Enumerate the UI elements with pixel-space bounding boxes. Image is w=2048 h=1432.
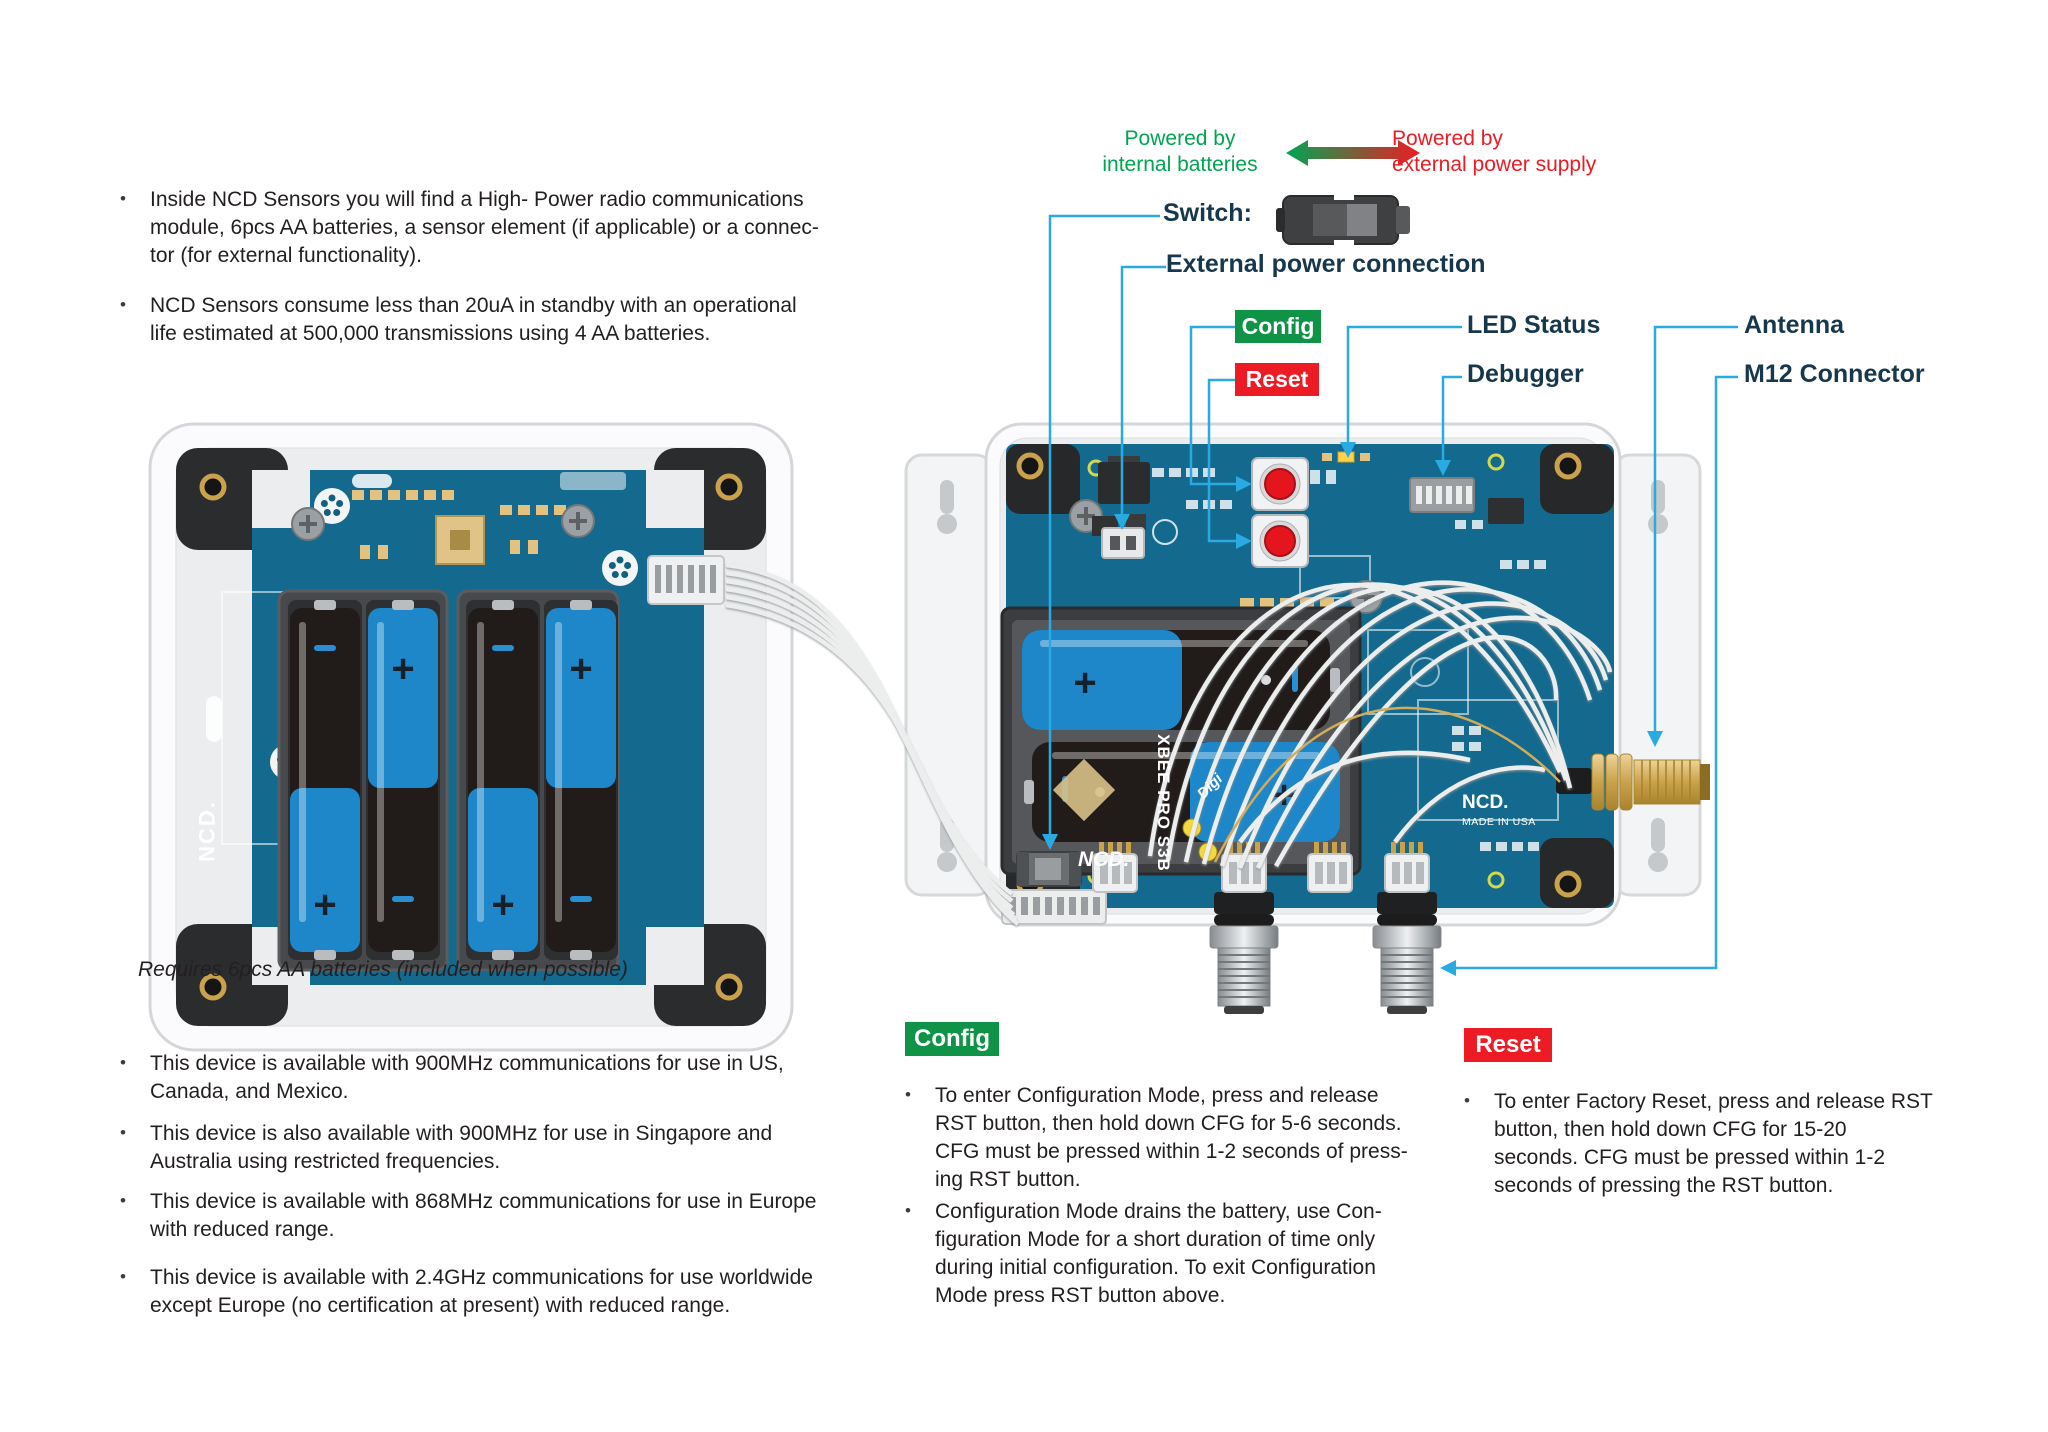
config-section-bullet-1: • To enter Configuration Mode, press and… bbox=[905, 1084, 1408, 1191]
aa-battery-cell: + bbox=[546, 600, 616, 960]
svg-text:+: + bbox=[569, 647, 592, 691]
external-power-label: External power connection bbox=[1166, 250, 1486, 278]
frequency-bullet-2: • This device is also available with 900… bbox=[120, 1122, 773, 1173]
powered-by-internal-label: Powered by internal batteries bbox=[1102, 127, 1258, 176]
powered-by-external-label: Powered by external power supply bbox=[1392, 127, 1597, 176]
intro-bullet-1: • Inside NCD Sensors you will find a Hig… bbox=[120, 188, 819, 267]
frequency-bullet-1: • This device is available with 900MHz c… bbox=[120, 1052, 784, 1103]
power-direction-arrow bbox=[1286, 140, 1420, 166]
aa-battery-cell: + bbox=[1022, 630, 1340, 730]
m12-connector-right bbox=[1372, 913, 1442, 1015]
reset-section-badge: Reset bbox=[1464, 1028, 1552, 1062]
device-left-illustration: + + + + bbox=[148, 422, 794, 1052]
frequency-bullet-3: • This device is available with 868MHz c… bbox=[120, 1190, 817, 1241]
m12-connector-label: M12 Connector bbox=[1744, 360, 1925, 388]
ncd-logo-right-board: NCD. bbox=[1462, 792, 1509, 813]
xbee-module-label: XBEE PRO S3B bbox=[1154, 734, 1173, 872]
config-section-bullet-2: • Configuration Mode drains the battery,… bbox=[905, 1200, 1382, 1307]
rst-button bbox=[1251, 514, 1309, 568]
intro-bullet-2: • NCD Sensors consume less than 20uA in … bbox=[120, 294, 797, 345]
wire-harness bbox=[725, 562, 1613, 926]
reset-section-bullet-1: • To enter Factory Reset, press and rele… bbox=[1464, 1090, 1933, 1197]
aa-battery-cell: + bbox=[290, 600, 360, 960]
reset-badge: Reset bbox=[1235, 363, 1319, 396]
battery-note: Requires 6pcs AA batteries (included whe… bbox=[138, 958, 628, 981]
antenna-coax-wire bbox=[1213, 706, 1561, 863]
svg-text:+: + bbox=[1073, 661, 1096, 705]
ncd-logo-left-board: NCD. bbox=[194, 800, 220, 862]
power-switch-component bbox=[1016, 851, 1082, 887]
m12-connector-left bbox=[1209, 913, 1279, 1015]
debugger-label: Debugger bbox=[1467, 360, 1584, 388]
sma-antenna-connector bbox=[1556, 753, 1710, 811]
config-badge: Config bbox=[1235, 310, 1321, 343]
wire-header-connector bbox=[1001, 889, 1107, 925]
svg-text:+: + bbox=[391, 647, 414, 691]
callout-arrowheads bbox=[1042, 442, 1663, 976]
antenna-label: Antenna bbox=[1744, 311, 1844, 339]
led-status-label: LED Status bbox=[1467, 311, 1601, 339]
svg-text:+: + bbox=[491, 883, 514, 927]
frequency-bullet-4: • This device is available with 2.4GHz c… bbox=[120, 1266, 813, 1317]
svg-text:+: + bbox=[313, 883, 336, 927]
made-in-usa-label: MADE IN USA bbox=[1462, 816, 1536, 828]
cfg-button bbox=[1251, 457, 1309, 511]
aa-battery-cell: + bbox=[368, 600, 438, 960]
switch-graphic bbox=[1276, 192, 1410, 248]
callout-lines bbox=[1048, 214, 1738, 970]
switch-label: Switch: bbox=[1163, 199, 1252, 227]
device-right-illustration: + + bbox=[904, 422, 1710, 1015]
aa-battery-cell: + bbox=[468, 600, 538, 960]
ncd-logo-bottom-left: NCD. bbox=[1078, 848, 1130, 871]
config-section-badge: Config bbox=[905, 1022, 999, 1056]
